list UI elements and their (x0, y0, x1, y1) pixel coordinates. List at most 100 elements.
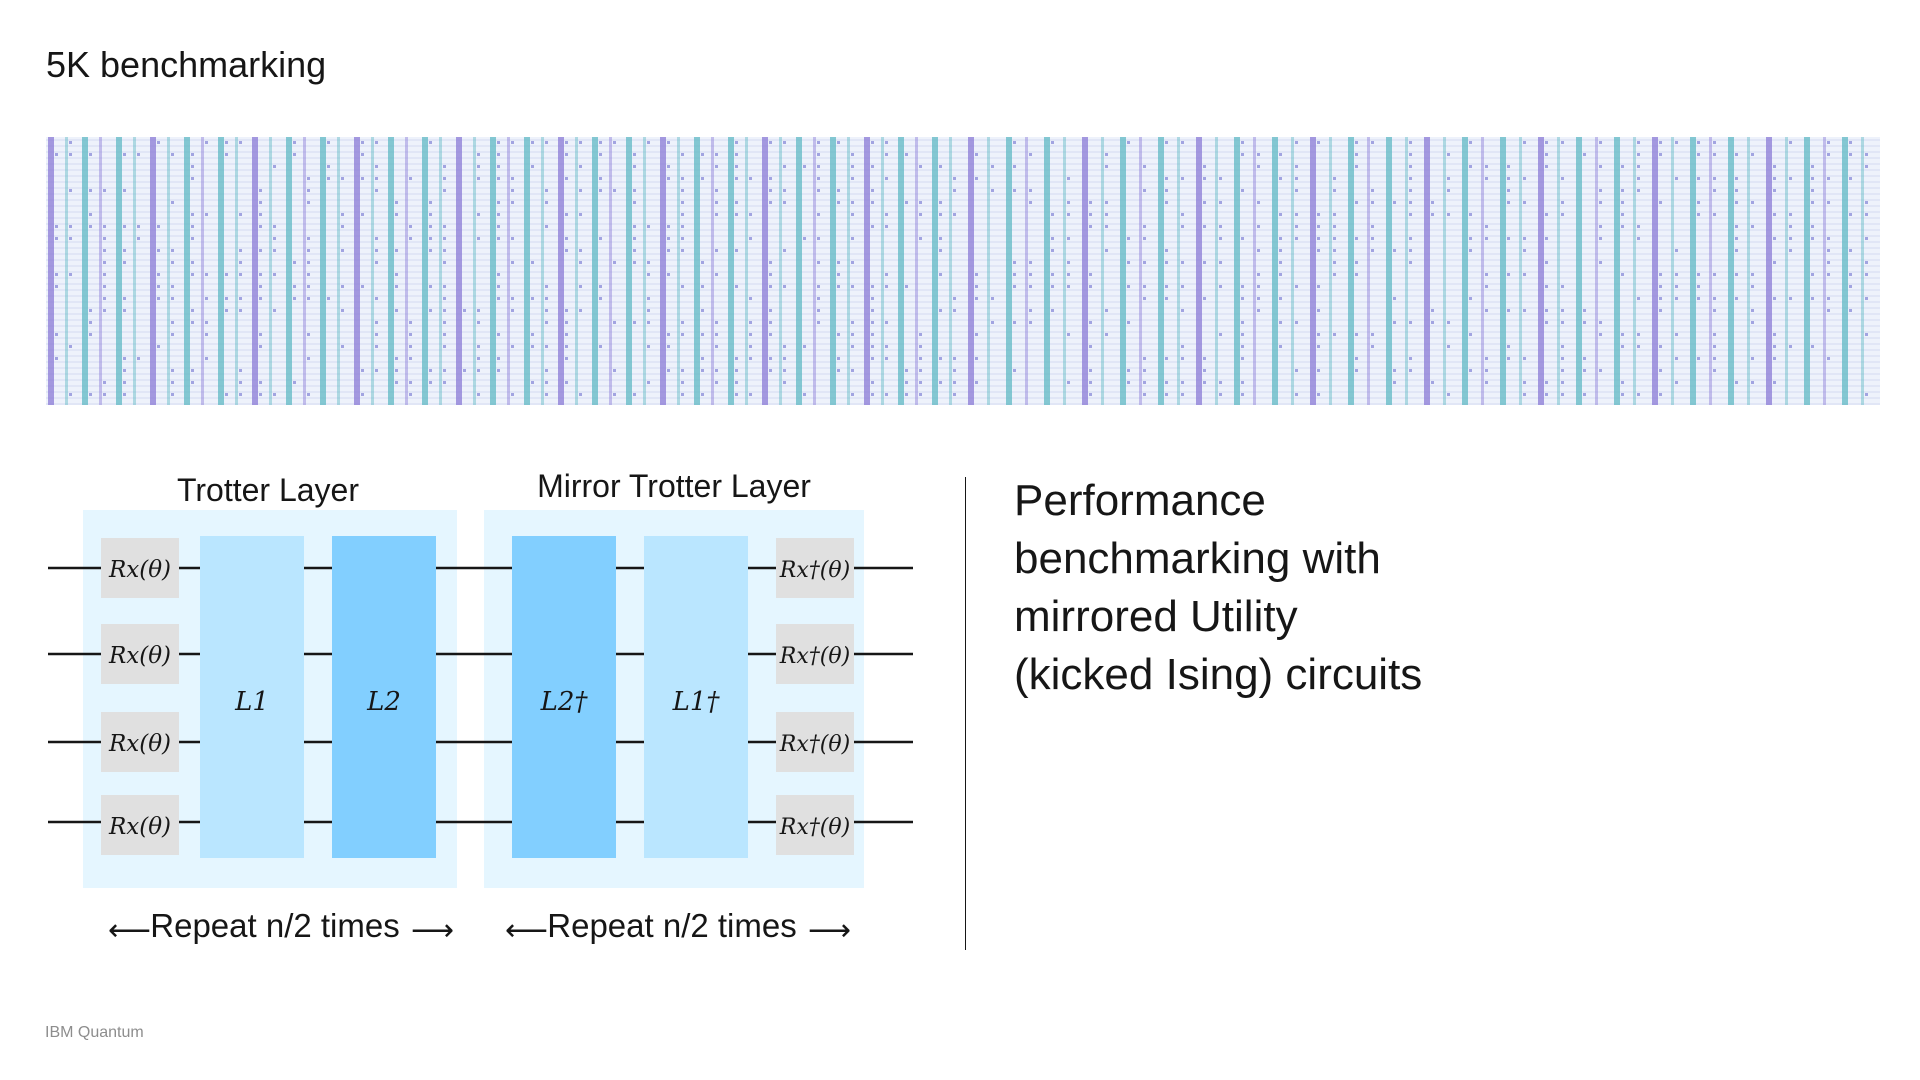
thumbnail-gate-tick (409, 393, 412, 396)
thumbnail-gate-column (1804, 137, 1810, 405)
thumbnail-gate-tick (123, 369, 126, 372)
thumbnail-gate-tick (1523, 177, 1526, 180)
thumbnail-gate-column (728, 137, 734, 405)
thumbnail-gate-tick (545, 309, 548, 312)
thumbnail-gate-tick (103, 189, 106, 192)
thumbnail-gate-tick (681, 369, 684, 372)
thumbnail-gate-tick (1545, 165, 1548, 168)
thumbnail-gate-tick (1105, 201, 1108, 204)
thumbnail-gate-tick (1621, 189, 1624, 192)
thumbnail-gate-tick (171, 321, 174, 324)
thumbnail-gate-tick (735, 141, 738, 144)
thumbnail-gate-tick (477, 213, 480, 216)
thumbnail-gate-tick (1751, 357, 1754, 360)
thumbnail-gate-tick (769, 309, 772, 312)
thumbnail-gate-tick (633, 237, 636, 240)
thumbnail-gate-tick (715, 369, 718, 372)
thumbnail-gate-tick (239, 141, 242, 144)
l1-label: L1 (234, 687, 269, 717)
thumbnail-gate-tick (715, 153, 718, 156)
thumbnail-gate-tick (885, 225, 888, 228)
thumbnail-gate-tick (1067, 381, 1070, 384)
thumbnail-gate-tick (545, 381, 548, 384)
thumbnail-gate-tick (327, 165, 330, 168)
circuit-thumbnail-graphic (46, 137, 1880, 405)
thumbnail-gate-tick (171, 381, 174, 384)
thumbnail-gate-tick (1865, 393, 1868, 396)
thumbnail-gate-tick (749, 297, 752, 300)
thumbnail-gate-tick (667, 369, 670, 372)
thumbnail-gate-tick (1469, 369, 1472, 372)
thumbnail-gate-tick (1051, 141, 1054, 144)
thumbnail-gate-tick (1295, 177, 1298, 180)
thumbnail-gate-tick (259, 297, 262, 300)
thumbnail-gate-column (524, 137, 530, 405)
thumbnail-gate-tick (769, 369, 772, 372)
thumbnail-gate-tick (1447, 213, 1450, 216)
thumbnail-gate-tick (1295, 285, 1298, 288)
thumbnail-gate-tick (1849, 309, 1852, 312)
trotter-circuit-diagram: Trotter Layer Mirror Trotter Layer Rx(θ)… (40, 460, 920, 970)
thumbnail-gate-tick (1507, 345, 1510, 348)
thumbnail-gate-tick (905, 285, 908, 288)
thumbnail-gate-tick (1827, 237, 1830, 240)
thumbnail-gate-tick (817, 237, 820, 240)
thumbnail-gate-tick (1317, 213, 1320, 216)
thumbnail-gate-tick (443, 249, 446, 252)
thumbnail-gate-tick (1485, 357, 1488, 360)
thumbnail-gate-tick (939, 357, 942, 360)
thumbnail-gate-tick (1013, 285, 1016, 288)
thumbnail-gate-tick (1165, 393, 1168, 396)
thumbnail-gate-tick (89, 225, 92, 228)
thumbnail-gate-tick (191, 213, 194, 216)
thumbnail-gate-tick (1295, 321, 1298, 324)
slide-title: 5K benchmarking (46, 44, 327, 85)
thumbnail-gate-column (439, 137, 442, 405)
thumbnail-gate-tick (681, 285, 684, 288)
thumbnail-gate-tick (239, 381, 242, 384)
thumbnail-gate-tick (123, 381, 126, 384)
thumbnail-gate-tick (1409, 153, 1412, 156)
thumbnail-gate-tick (1469, 141, 1472, 144)
thumbnail-gate-tick (239, 309, 242, 312)
thumbnail-gate-tick (1371, 201, 1374, 204)
thumbnail-gate-tick (69, 237, 72, 240)
thumbnail-gate-tick (851, 237, 854, 240)
thumbnail-gate-tick (1355, 237, 1358, 240)
thumbnail-gate-tick (1773, 165, 1776, 168)
thumbnail-gate-tick (1029, 201, 1032, 204)
thumbnail-gate-tick (293, 285, 296, 288)
thumbnail-gate-tick (1675, 177, 1678, 180)
thumbnail-gate-tick (1507, 201, 1510, 204)
thumbnail-gate-tick (599, 177, 602, 180)
thumbnail-gate-tick (1279, 237, 1282, 240)
thumbnail-gate-tick (443, 261, 446, 264)
thumbnail-gate-tick (531, 381, 534, 384)
thumbnail-gate-tick (1697, 153, 1700, 156)
thumbnail-gate-tick (769, 321, 772, 324)
thumbnail-gate-tick (1697, 285, 1700, 288)
thumbnail-gate-tick (565, 177, 568, 180)
thumbnail-gate-tick (69, 225, 72, 228)
thumbnail-gate-tick (837, 273, 840, 276)
thumbnail-gate-tick (1811, 345, 1814, 348)
thumbnail-gate-tick (429, 309, 432, 312)
thumbnail-gate-tick (701, 153, 704, 156)
thumbnail-gate-tick (1051, 309, 1054, 312)
thumbnail-gate-tick (1333, 273, 1336, 276)
thumbnail-gate-tick (939, 237, 942, 240)
thumbnail-gate-tick (1849, 177, 1852, 180)
thumbnail-gate-tick (307, 261, 310, 264)
thumbnail-gate-column (609, 137, 612, 405)
thumbnail-gate-tick (1089, 369, 1092, 372)
thumbnail-gate-tick (1811, 201, 1814, 204)
repeat-label: Repeat n/2 times (547, 907, 796, 944)
thumbnail-gate-tick (1203, 297, 1206, 300)
thumbnail-gate-tick (443, 321, 446, 324)
l1-dagger-block (644, 536, 748, 858)
thumbnail-gate-tick (975, 333, 978, 336)
thumbnail-gate-tick (497, 273, 500, 276)
thumbnail-gate-tick (1811, 237, 1814, 240)
thumbnail-gate-tick (137, 225, 140, 228)
thumbnail-gate-tick (735, 165, 738, 168)
